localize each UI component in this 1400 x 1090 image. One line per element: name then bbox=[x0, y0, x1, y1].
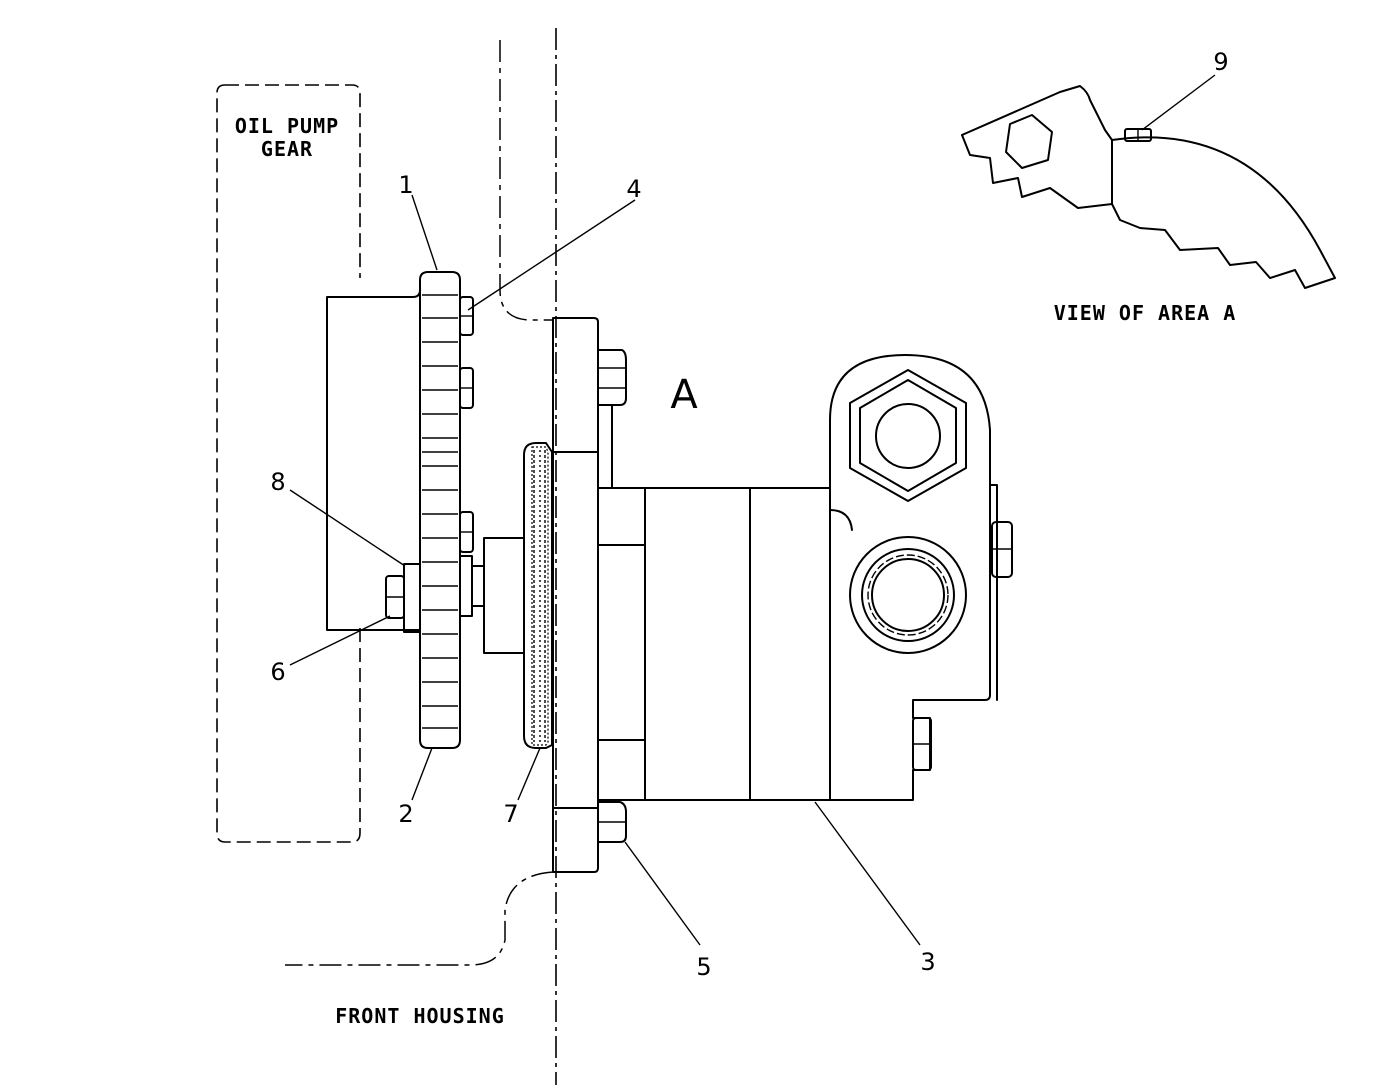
oil-pump-gear-box-top bbox=[225, 84, 361, 278]
area-a-detail-view bbox=[961, 85, 1336, 289]
pump-mounting-flange bbox=[552, 317, 599, 873]
oil-pump-gear-label-line2: GEAR bbox=[261, 137, 313, 161]
flange-bolts bbox=[597, 349, 627, 843]
round-port-fitting bbox=[849, 536, 967, 654]
callout-6: 6 bbox=[270, 658, 285, 686]
callout-8: 8 bbox=[270, 468, 285, 496]
oil-pump-gear bbox=[419, 271, 461, 749]
view-of-area-label: VIEW OF AREA A bbox=[1054, 301, 1237, 325]
callout-2: 2 bbox=[398, 800, 413, 828]
oil-pump-body bbox=[597, 354, 998, 801]
callout-leaders bbox=[289, 74, 1216, 946]
housing-phantom-top bbox=[499, 40, 553, 321]
housing-phantom-bottom bbox=[285, 871, 554, 966]
o-ring-seal bbox=[523, 442, 553, 749]
callout-5: 5 bbox=[696, 953, 711, 981]
callout-3: 3 bbox=[920, 948, 935, 976]
front-housing-label: FRONT HOUSING bbox=[335, 1004, 505, 1028]
oil-pump-gear-label-line1: OIL PUMP bbox=[235, 114, 339, 138]
callout-7: 7 bbox=[503, 800, 518, 828]
area-a-marker: A bbox=[670, 372, 698, 418]
pump-shaft bbox=[459, 537, 525, 654]
callout-4: 4 bbox=[626, 175, 641, 203]
gear-bolts bbox=[459, 296, 474, 553]
oil-pump-gear-box-bottom bbox=[216, 84, 361, 843]
callout-9: 9 bbox=[1213, 48, 1228, 76]
gear-hub bbox=[326, 289, 421, 631]
shaft-nut-and-washer bbox=[385, 563, 421, 633]
callout-1: 1 bbox=[398, 171, 413, 199]
pump-side-bolts bbox=[912, 521, 1013, 771]
hex-port-fitting bbox=[849, 369, 967, 502]
